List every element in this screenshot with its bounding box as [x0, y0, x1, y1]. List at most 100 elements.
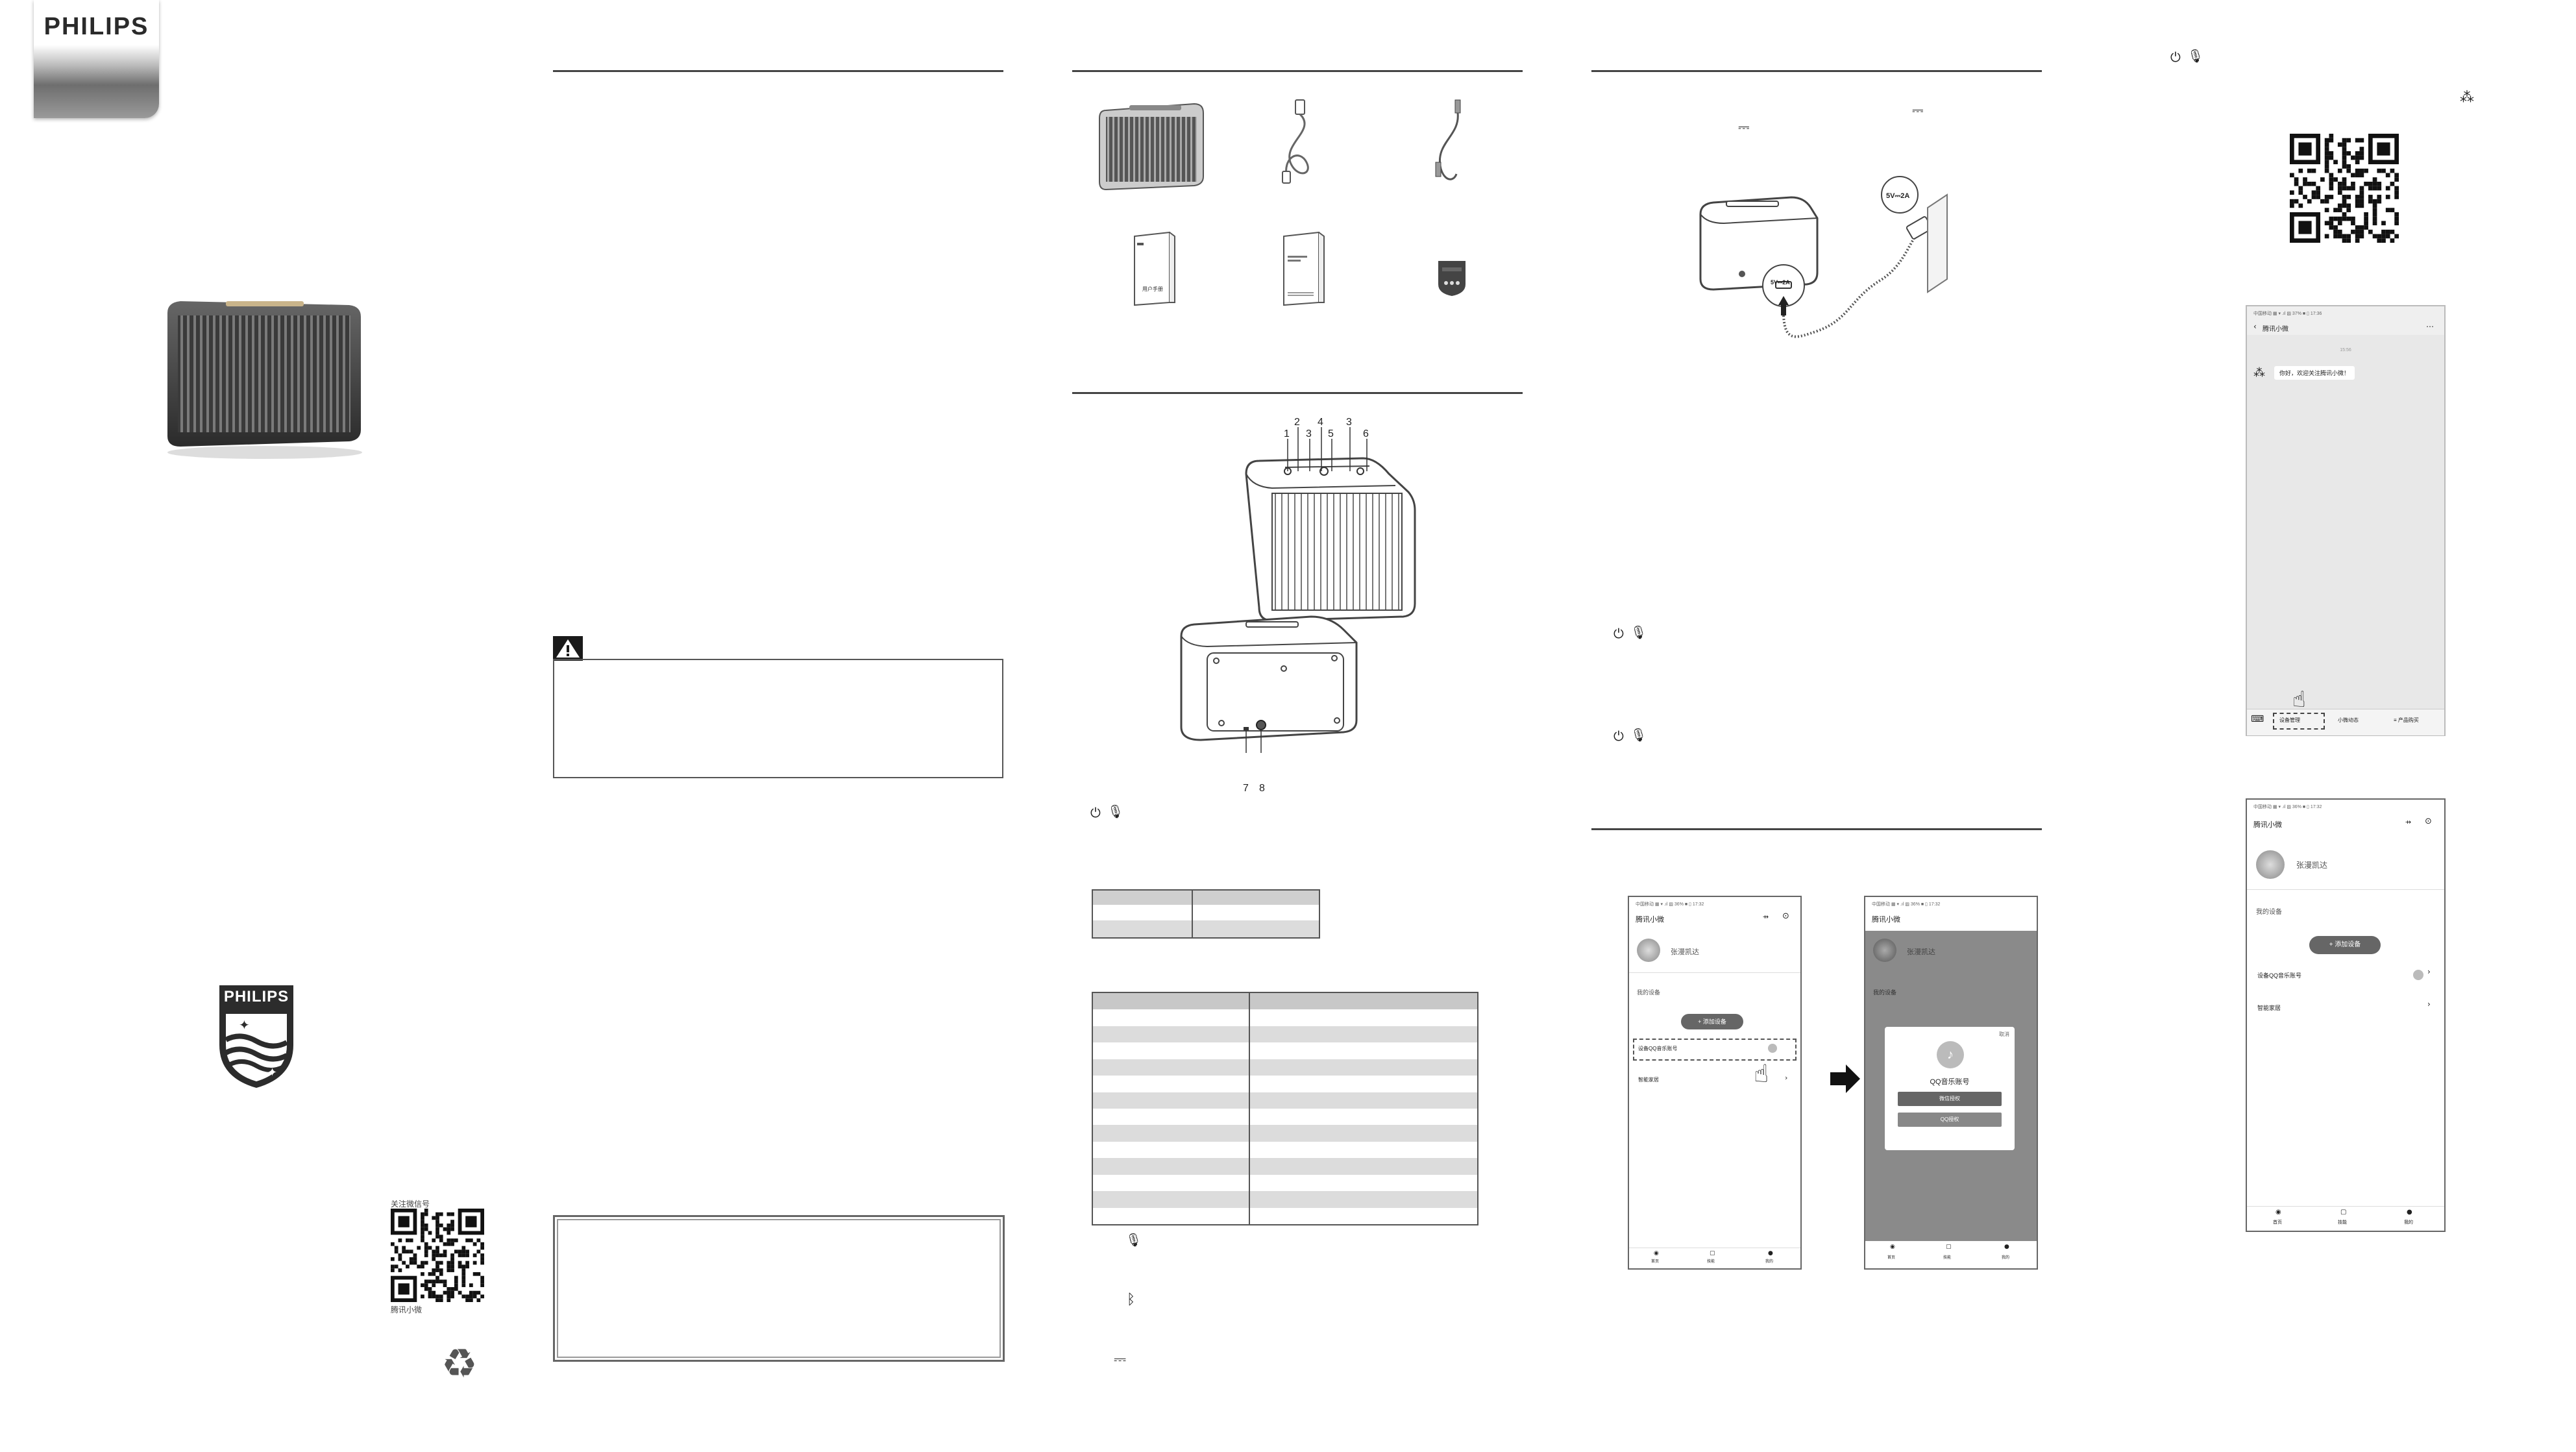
menu-product-purchase[interactable]: ≡ 产品购买 [2394, 717, 2419, 723]
diagram-number-5: 5 [1328, 428, 1334, 439]
scan-icon[interactable]: ⇸ [1763, 913, 1769, 921]
mic-mute-icon-3: 🎙 [1630, 727, 1647, 743]
panel3-mid-rule [1072, 392, 1523, 394]
settings-icon[interactable]: ⊙ [2425, 817, 2432, 826]
keyboard-icon[interactable]: ⌨ [2251, 714, 2264, 724]
qq-music-avatar-icon [2413, 970, 2423, 980]
status-bar: 中国移动 ▦ ▾ .ıl ▨ 37% ■ ▯ 17:36 [2253, 312, 2322, 316]
phone-app-home-2: 中国移动 ▦ ▾ .ıl ▨ 36% ■ ▯ 17:32 腾讯小微 ⇸ ⊙ 张漫… [2246, 798, 2446, 1232]
qq-music-account-item[interactable]: 设备QQ音乐账号 [1638, 1046, 1678, 1052]
speaker-top-diagram [1245, 427, 1416, 622]
table-row [1093, 1076, 1477, 1092]
power-icon-3: ⏻ [1613, 728, 1624, 744]
nav-profile-icon[interactable]: ● [2004, 1244, 2009, 1250]
nav-skills-label[interactable]: 技能 [1707, 1260, 1715, 1264]
header-area [1865, 897, 2037, 931]
arrow-right-icon [1830, 1064, 1860, 1093]
avatar[interactable] [1637, 939, 1660, 962]
nav-profile-label[interactable]: 我的 [2404, 1220, 2413, 1225]
table-row [1093, 1059, 1477, 1076]
table-row [1093, 1207, 1477, 1224]
section-title: 我的设备 [1637, 989, 1661, 996]
nav-divider [2247, 1206, 2444, 1207]
phone-app-home: 中国移动 ▦ ▾ .ıl ▨ 36% ■ ▯ 17:32 腾讯小微 ⇸ ⊙ 张漫… [1628, 896, 1802, 1270]
nav-home-icon[interactable]: ◉ [2275, 1209, 2281, 1216]
chat-title: 腾讯小微 [2263, 326, 2288, 333]
power-spec-label: 5V⎓2A [1886, 192, 1910, 200]
table-row [1093, 891, 1319, 905]
box-content-speaker [1099, 103, 1204, 191]
wechat-qr-code [391, 1209, 484, 1302]
diagram-number-3a: 3 [1306, 428, 1312, 439]
speaker-back-diagram [1180, 615, 1358, 753]
diagram-number-3b: 3 [1346, 417, 1352, 428]
philips-logo-banner: PHILIPS [34, 0, 159, 118]
nav-profile-icon[interactable]: ● [2407, 1209, 2412, 1216]
status-bar: 中国移动 ▦ ▾ .ıl ▨ 36% ■ ▯ 17:32 [1872, 902, 1941, 907]
qq-auth-button[interactable]: QQ授权 [1898, 1113, 2002, 1127]
panel3-top-rule [1072, 70, 1523, 72]
dc-symbol-icon-2: ⎓ [1738, 119, 1750, 136]
warning-box [553, 659, 1003, 778]
wechat-auth-button[interactable]: 微信授权 [1898, 1092, 2002, 1106]
nav-skills-label[interactable]: 技能 [2338, 1220, 2347, 1225]
chevron-right-icon: › [1785, 1074, 1788, 1082]
music-note-icon: ♪ [1937, 1041, 1964, 1068]
speaker-product-image [167, 301, 362, 459]
settings-icon[interactable]: ⊙ [1782, 911, 1789, 921]
avatar[interactable] [2256, 850, 2285, 879]
table-row [1093, 1042, 1477, 1059]
phone-wechat-chat: 中国移动 ▦ ▾ .ıl ▨ 37% ■ ▯ 17:36 ‹ 腾讯小微 ⋯ 15… [2246, 305, 2446, 736]
nav-profile-label[interactable]: 我的 [2002, 1256, 2010, 1260]
add-device-button[interactable]: + 添加设备 [1681, 1014, 1743, 1029]
section-title: 我的设备 [2256, 909, 2282, 916]
panel4-bottom-rule [1591, 828, 2042, 830]
menu-xiaowei-news[interactable]: 小微动态 [2338, 717, 2359, 723]
user-name: 张漫凯达 [1671, 948, 1699, 956]
scan-icon[interactable]: ⇸ [2405, 818, 2412, 826]
modal-close-button[interactable]: 取消 [1999, 1031, 2009, 1037]
smart-home-item[interactable]: 智能家居 [2257, 1005, 2281, 1011]
svg-text:✦: ✦ [267, 1066, 277, 1079]
manual-title: 用户手册 [1142, 286, 1163, 292]
nav-profile-label[interactable]: 我的 [1765, 1260, 1774, 1264]
mic-icon: 🎙 [1125, 1232, 1142, 1248]
table-row [1093, 920, 1319, 937]
nav-profile-icon[interactable]: ● [1768, 1250, 1773, 1257]
tap-hand-icon: ☝ [1754, 1059, 1769, 1088]
panel2-top-rule [553, 70, 1003, 72]
philips-shield-logo: ✦ ✦ [219, 985, 293, 1088]
svg-text:✦: ✦ [239, 1018, 250, 1033]
avatar [1873, 939, 1896, 962]
status-bar: 中国移动 ▦ ▾ .ıl ▨ 36% ■ ▯ 17:32 [2253, 805, 2322, 809]
nav-skills-icon[interactable]: ▢ [2340, 1209, 2347, 1216]
recycle-icon: ♻ [441, 1340, 478, 1387]
nav-home-icon[interactable]: ◉ [1890, 1244, 1895, 1250]
warning-icon [553, 636, 583, 661]
nav-skills-label[interactable]: 技能 [1943, 1256, 1952, 1260]
nav-home-icon[interactable]: ◉ [1654, 1250, 1659, 1257]
nav-home-label[interactable]: 首页 [1651, 1260, 1660, 1264]
nav-skills-icon[interactable]: ▢ [1710, 1250, 1715, 1257]
back-icon[interactable]: ‹ [2253, 322, 2257, 331]
box-content-usb-cable [1282, 99, 1309, 184]
power-icon-2: ⏻ [1613, 626, 1624, 641]
highlight-qq-music-row [1633, 1039, 1797, 1061]
app-title: 腾讯小微 [1636, 916, 1664, 924]
qq-music-modal: 取消 ♪ QQ音乐账号 微信授权 QQ授权 [1885, 1027, 2015, 1150]
qq-music-account-item[interactable]: 设备QQ音乐账号 [2257, 972, 2302, 979]
nav-home-label[interactable]: 首页 [2273, 1220, 2282, 1225]
spec-table-small [1092, 889, 1320, 939]
table-row [1093, 905, 1319, 920]
diagram-number-1: 1 [1284, 428, 1290, 439]
spec-table-large [1092, 992, 1478, 1225]
add-device-button[interactable]: + 添加设备 [2309, 936, 2381, 954]
menu-device-management[interactable]: 设备管理 [2279, 717, 2300, 723]
more-icon[interactable]: ⋯ [2426, 322, 2434, 331]
smart-home-item[interactable]: 智能家居 [1638, 1077, 1659, 1083]
nav-skills-icon[interactable]: ▢ [1946, 1244, 1952, 1250]
table-row [1093, 1092, 1477, 1109]
nav-area [1865, 1241, 2037, 1268]
notice-box [553, 1215, 1005, 1362]
nav-home-label[interactable]: 首页 [1887, 1256, 1896, 1260]
